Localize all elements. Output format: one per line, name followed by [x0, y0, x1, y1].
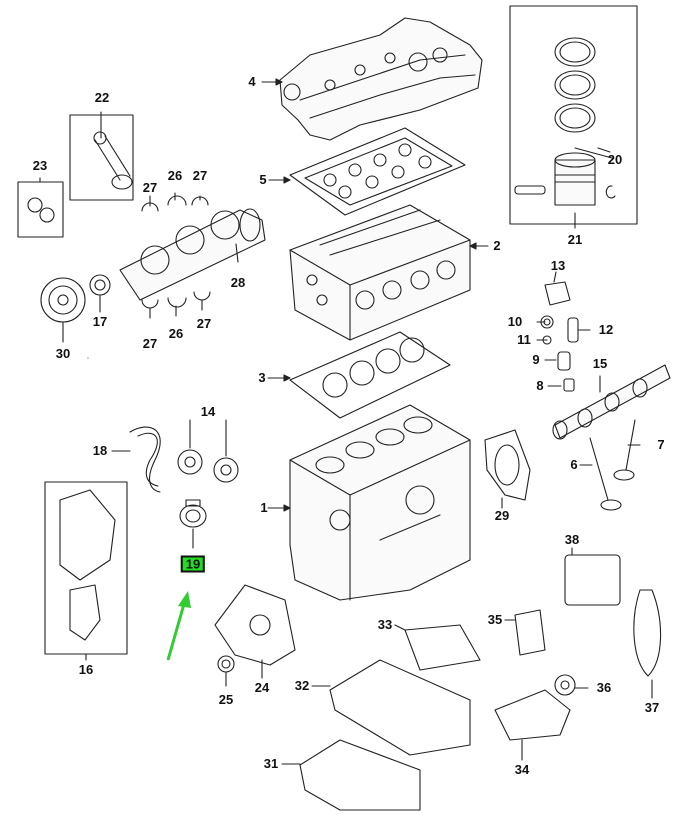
part-pulley: [40, 277, 86, 323]
part-timing-cover-box: [44, 481, 128, 655]
label-27-bottom-left: 27: [142, 336, 158, 351]
part-gasket-upper: [289, 127, 466, 216]
label-18: 18: [92, 443, 108, 458]
label-6: 6: [570, 457, 578, 472]
label-31: 31: [263, 756, 279, 771]
label-33: 33: [377, 617, 393, 632]
part-engine-block: [289, 404, 471, 601]
label-34: 34: [514, 762, 530, 777]
label-29: 29: [494, 508, 510, 523]
highlight-arrow: [166, 591, 191, 661]
label-26-bottom: 26: [168, 326, 184, 341]
part-small-parts: [540, 281, 579, 392]
label-19-highlighted: 19: [180, 555, 206, 573]
label-20: 20: [607, 152, 623, 167]
label-27-bottom-right: 27: [196, 316, 212, 331]
label-36: 36: [596, 680, 612, 695]
label-7: 7: [657, 437, 665, 452]
label-25: 25: [218, 692, 234, 707]
label-35: 35: [487, 612, 503, 627]
part-oil-pan: [299, 624, 481, 811]
part-sprockets: [177, 419, 239, 483]
label-8: 8: [536, 378, 544, 393]
label-37: 37: [644, 700, 660, 715]
part-cylinder-head: [289, 204, 471, 341]
label-22: 22: [94, 90, 110, 105]
label-11: 11: [517, 332, 531, 347]
label-2: 2: [493, 238, 501, 253]
part-rear-seal: [484, 429, 531, 501]
label-38: 38: [564, 532, 580, 547]
part-crankshaft: [119, 208, 266, 301]
part-camshaft: [552, 364, 671, 440]
label-13: 13: [550, 258, 566, 273]
part-valves: [589, 419, 636, 511]
part-piston-box: [509, 5, 638, 225]
label-24: 24: [254, 680, 270, 695]
part-tensioner: [179, 499, 207, 549]
label-30: 30: [55, 346, 71, 361]
label-21: 21: [567, 232, 583, 247]
part-timing-chain: [129, 426, 161, 493]
part-head-gasket: [289, 331, 451, 419]
part-crank-gear: [89, 274, 111, 296]
label-27-top-left: 27: [142, 180, 158, 195]
label-27-top-right: 27: [192, 168, 208, 183]
label-14: 14: [200, 404, 216, 419]
label-23: 23: [32, 158, 48, 173]
label-16: 16: [78, 662, 94, 677]
label-9: 9: [532, 352, 540, 367]
label-15: 15: [592, 356, 608, 371]
part-conrod-box: [17, 114, 134, 238]
label-26-top: 26: [167, 168, 183, 183]
part-oil-pump: [214, 584, 296, 673]
label-17: 17: [92, 314, 108, 329]
label-12: 12: [598, 322, 614, 337]
label-4: 4: [248, 74, 256, 89]
part-valve-cover: [279, 17, 483, 141]
label-32: 32: [294, 678, 310, 693]
label-5: 5: [259, 172, 267, 187]
part-right-lower: [494, 554, 662, 741]
label-3: 3: [258, 370, 266, 385]
label-1: 1: [260, 500, 268, 515]
label-10: 10: [507, 314, 523, 329]
label-28: 28: [230, 275, 246, 290]
